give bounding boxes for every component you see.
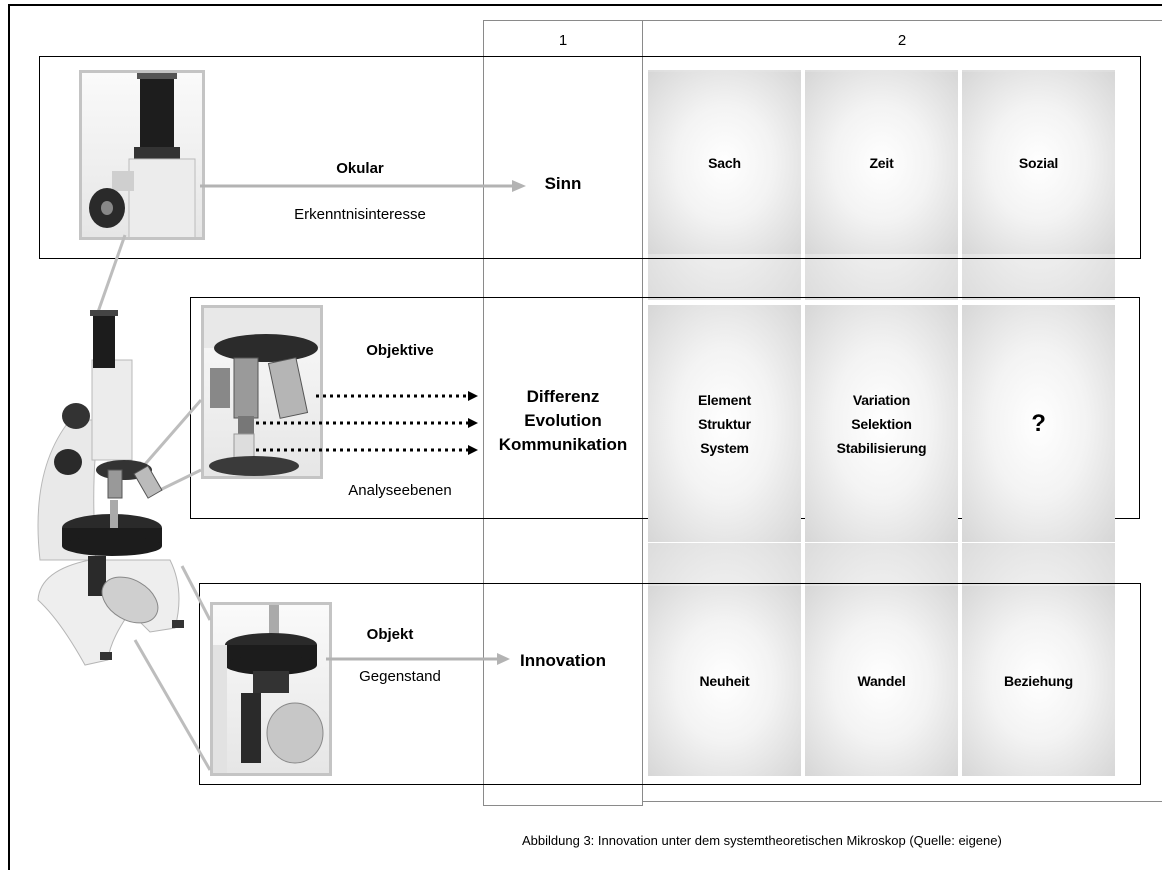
column-2-outline <box>642 20 1162 802</box>
label-gegenstand: Gegenstand <box>359 668 441 685</box>
eyepiece-thumbnail <box>79 70 205 240</box>
cell-neuheit: Neuheit <box>648 586 801 776</box>
cell-question-mark: ? <box>962 305 1115 542</box>
figure-frame-top <box>8 4 1162 6</box>
objectives-thumbnail <box>201 305 323 479</box>
center-label-sinn: Sinn <box>544 174 582 193</box>
cell-element-struktur-system: Element Struktur System <box>648 305 801 542</box>
column-2-header: 2 <box>897 32 907 49</box>
cell-beziehung: Beziehung <box>962 586 1115 776</box>
label-objektive: Objektive <box>366 342 434 359</box>
cell-variation-selektion-stabilisierung: Variation Selektion Stabilisierung <box>805 305 958 542</box>
figure-frame-left <box>8 4 10 870</box>
label-analyseebenen: Analyseebenen <box>348 482 452 499</box>
cell-zeit: Zeit <box>805 72 958 254</box>
label-erkenntnisinteresse: Erkenntnisinteresse <box>294 206 426 223</box>
label-objekt: Objekt <box>366 626 414 643</box>
stage-thumbnail <box>210 602 332 776</box>
row-okular-box <box>39 56 1141 259</box>
cell-wandel: Wandel <box>805 586 958 776</box>
center-label-differenz-evolution-kommunikation: Differenz Evolution Kommunikation <box>498 387 628 454</box>
figure-caption: Abbildung 3: Innovation unter dem system… <box>522 833 1002 848</box>
cell-sach: Sach <box>648 72 801 254</box>
cell-sozial: Sozial <box>962 72 1115 254</box>
label-okular: Okular <box>336 160 384 177</box>
center-label-innovation: Innovation <box>520 651 606 670</box>
column-1-header: 1 <box>558 32 568 49</box>
microscope-illustration <box>37 310 184 666</box>
